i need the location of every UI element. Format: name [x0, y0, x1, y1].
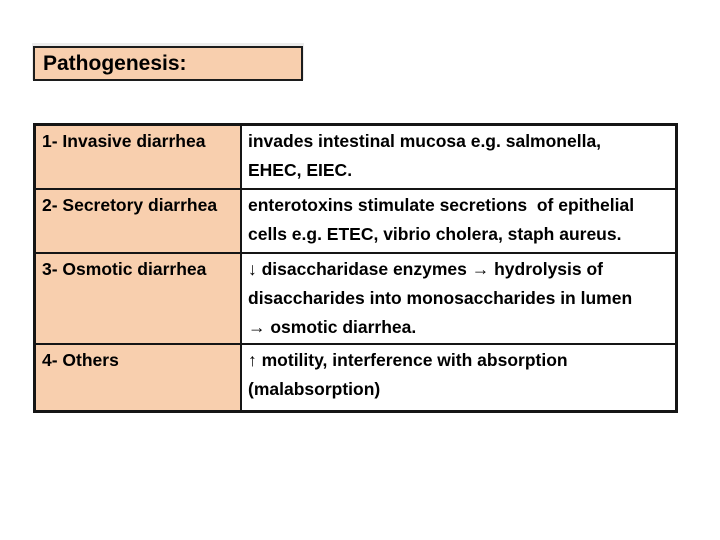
pathogenesis-description-cell: invades intestinal mucosa e.g. salmonell… [240, 123, 678, 190]
diarrhea-type-cell: 4- Others [33, 343, 242, 413]
slide-title: Pathogenesis: [43, 51, 187, 75]
diarrhea-type-cell: 1- Invasive diarrhea [33, 123, 242, 190]
table-row: 2- Secretory diarrhea enterotoxins stimu… [33, 188, 678, 254]
diarrhea-type-cell: 3- Osmotic diarrhea [33, 252, 242, 345]
diarrhea-type-cell: 2- Secretory diarrhea [33, 188, 242, 254]
pathogenesis-description-cell: ↑ motility, interference with absorption… [240, 343, 678, 413]
pathogenesis-description-cell: ↓ disaccharidase enzymes → hydrolysis of… [240, 252, 678, 345]
title-box: Pathogenesis: [33, 46, 303, 81]
table-row: 3- Osmotic diarrhea ↓ disaccharidase enz… [33, 252, 678, 345]
table-row: 1- Invasive diarrhea invades intestinal … [33, 123, 678, 190]
pathogenesis-description-cell: enterotoxins stimulate secretions of epi… [240, 188, 678, 254]
table-row: 4- Others ↑ motility, interference with … [33, 343, 678, 413]
pathogenesis-table: 1- Invasive diarrhea invades intestinal … [33, 123, 678, 413]
